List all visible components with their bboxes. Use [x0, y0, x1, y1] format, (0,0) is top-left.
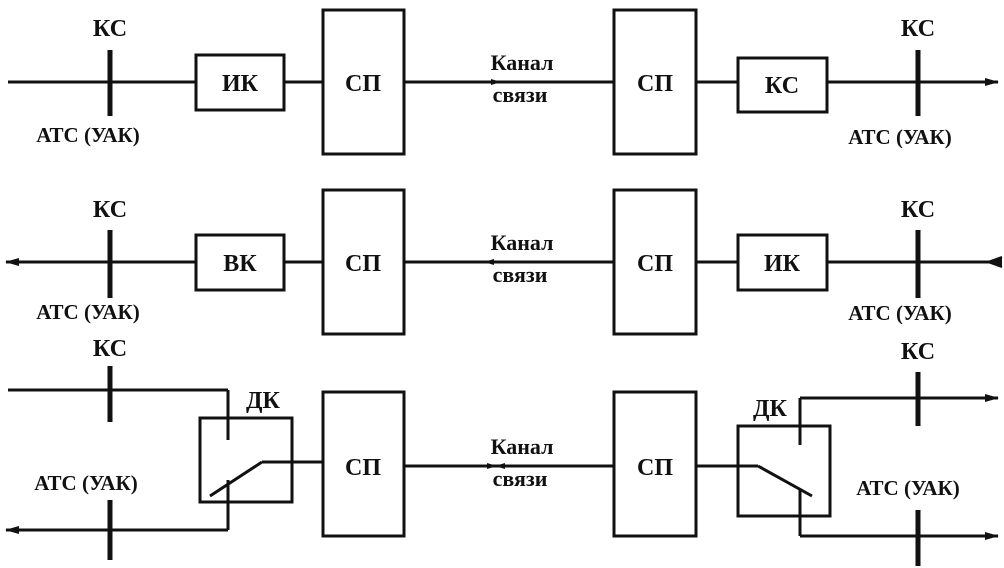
row3-right-sp-label: СП	[637, 455, 673, 481]
row2-right-sp-label: СП	[637, 251, 673, 277]
row1-right-block	[736, 56, 829, 114]
row1-right-block-label: КС	[765, 73, 799, 99]
row3-left-sp	[321, 390, 406, 538]
row1-channel-label-1: Канал	[491, 50, 554, 75]
row3-left-block-label: ДК	[246, 388, 281, 414]
row3-left-dk	[198, 416, 294, 504]
row3-right-switch	[757, 464, 813, 498]
row3-channel-label-1: Канал	[491, 434, 554, 459]
row3-channel-label-2: связи	[493, 466, 548, 491]
row2-channel-label-2: связи	[493, 262, 548, 287]
row1-left-block-label: ИК	[222, 71, 259, 97]
row2-channel-label-1: Канал	[491, 230, 554, 255]
row3-left-top-label: КС	[93, 336, 127, 362]
row1-left-top-label: КС	[93, 16, 127, 42]
row2-right-bottom-label: АТС (УАК)	[848, 301, 952, 325]
row1-left-bottom-label: АТС (УАК)	[36, 123, 140, 147]
row3-right-bottom-label: АТС (УАК)	[856, 476, 960, 500]
row3-right-top-label: КС	[901, 339, 935, 365]
row1-channel-label-2: связи	[493, 82, 548, 107]
row-2	[5, 188, 1003, 336]
row2-left-top-label: КС	[93, 197, 127, 223]
row1-right-bottom-label: АТС (УАК)	[848, 125, 952, 149]
row1-right-top-label: КС	[901, 16, 935, 42]
row1-left-sp-label: СП	[345, 71, 381, 97]
row2-left-block-label: ВК	[223, 251, 257, 277]
row3-left-bottom-label: АТС (УАК)	[34, 471, 138, 495]
row2-left-bottom-label: АТС (УАК)	[36, 300, 140, 324]
row1-right-sp-label: СП	[637, 71, 673, 97]
row3-right-block-label: ДК	[753, 396, 788, 422]
row3-right-dk	[736, 424, 832, 518]
row-3	[5, 366, 999, 566]
row2-left-sp-label: СП	[345, 251, 381, 277]
row3-left-switch	[209, 460, 263, 498]
row-1	[8, 8, 999, 156]
row3-left-sp-label: СП	[345, 455, 381, 481]
row3-right-sp	[612, 390, 698, 538]
row2-right-top-label: КС	[901, 197, 935, 223]
row2-right-block-label: ИК	[764, 251, 801, 277]
